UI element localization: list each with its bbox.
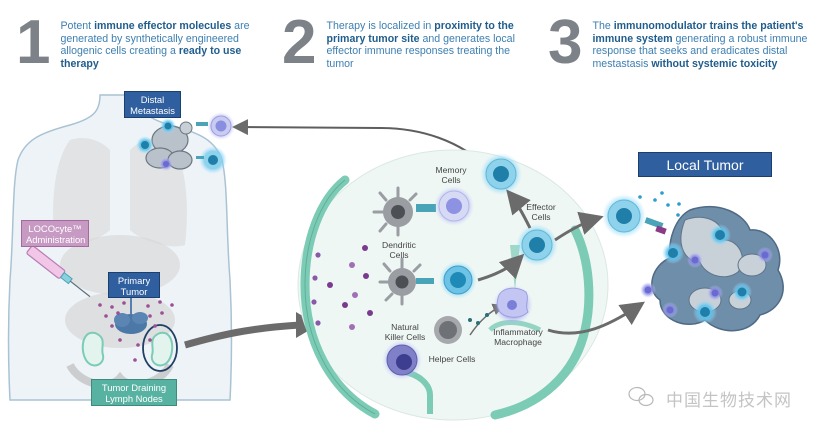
label-line: Metastasis	[130, 105, 175, 116]
memory-cell-at-metastasis	[207, 112, 235, 140]
local-tumor-label: Local Tumor	[638, 152, 772, 177]
step-3: 3 The immunomodulator trains the patient…	[548, 8, 820, 74]
antigen-presentation	[416, 278, 434, 284]
effector-cell-activated	[439, 261, 477, 299]
particles-in-node	[311, 245, 373, 330]
injected-particles	[98, 300, 174, 362]
antigen-presentation	[416, 204, 436, 212]
lymph-node-right	[142, 324, 178, 372]
label-line: Cells	[531, 212, 551, 222]
memory-cells-label: Memory Cells	[428, 165, 474, 185]
dendritic-cell-upper	[372, 186, 418, 237]
helper-cell	[434, 316, 462, 344]
label-line: Cells	[441, 175, 461, 185]
effector-cell-at-metastasis	[199, 146, 227, 174]
primary-tumor-mass	[114, 312, 148, 334]
emphasis-text: immune effector molecules	[94, 20, 232, 32]
step-description: The immunomodulator trains the patient's…	[592, 20, 820, 70]
effector-cell-at-tumor	[602, 194, 646, 238]
label-line: Distal	[140, 94, 165, 105]
lymph-nodes-label: Tumor Draining Lymph Nodes	[91, 379, 177, 406]
emphasis-text: without systemic toxicity	[651, 57, 778, 70]
dendritic-cells-label: Dendritic Cells	[376, 240, 422, 260]
receptor-binding	[644, 217, 664, 229]
label-line: Helper Cells	[428, 354, 476, 364]
step-number: 3	[548, 8, 583, 77]
label-line: Natural	[391, 322, 419, 332]
lococyte-administration-label: LOCOcyte™ Administration	[21, 220, 89, 247]
label-line: Macrophage	[494, 337, 542, 347]
label-line: Memory	[435, 165, 467, 175]
emphasis-text: ready to use therapy	[60, 45, 242, 70]
inflammatory-macrophage	[493, 285, 533, 325]
natural-killer-cell	[382, 340, 422, 380]
label-line: Dendritic	[382, 240, 416, 250]
arrow-to-effector	[477, 253, 525, 282]
text-segment: are generated by synthetically engineere…	[60, 20, 250, 58]
label-line: Inflammatory	[493, 327, 543, 337]
text-segment: and generates local effector immune resp…	[326, 32, 515, 70]
local-tumor-mass	[640, 206, 784, 332]
label-line: Primary	[117, 275, 151, 286]
arrow-to-effector-top	[506, 189, 532, 229]
memory-cell	[434, 186, 474, 226]
step-description: Therapy is localized in proximity to the…	[326, 20, 536, 70]
arrow-macrophage-to-tumor	[547, 301, 645, 335]
primary-tumor-label: Primary Tumor	[108, 272, 160, 298]
effector-cell-middle	[516, 224, 558, 266]
human-body-silhouette	[7, 94, 233, 401]
label-line: Effector	[526, 202, 556, 212]
text-segment: generating a robust immune response that…	[592, 32, 808, 70]
label-line: Administration	[26, 234, 86, 245]
effector-cell-top	[480, 153, 522, 195]
step-1: 1 Potent immune effector molecules are g…	[16, 8, 270, 74]
wechat-icon	[628, 386, 654, 407]
label-line: Killer Cells	[384, 332, 426, 342]
natural-killer-cells-label: Natural Killer Cells	[377, 322, 433, 342]
effector-molecules	[638, 191, 681, 217]
watermark-text: 中国生物技术网	[666, 391, 792, 411]
emphasis-text: proximity to the primary tumor site	[326, 20, 514, 45]
arrow-to-local-tumor	[554, 211, 604, 242]
text-segment: The	[592, 20, 614, 32]
helper-cells-label: Helper Cells	[424, 354, 480, 364]
dendritic-cell-lower	[378, 257, 422, 306]
label-line: Cells	[389, 250, 409, 260]
receptor-binding	[196, 156, 204, 159]
step-description: Potent immune effector molecules are gen…	[60, 20, 270, 70]
label-line: Tumor Draining	[101, 382, 167, 393]
step-2: 2 Therapy is localized in proximity to t…	[282, 8, 536, 74]
step-number: 2	[282, 8, 317, 77]
step-number: 1	[16, 8, 51, 77]
label-line: LOCOcyte™	[28, 223, 82, 234]
receptor-binding	[196, 122, 208, 126]
lymph-node-left	[81, 331, 105, 367]
distal-metastasis-cluster	[136, 118, 193, 171]
text-segment: Potent	[60, 20, 95, 32]
syringe-icon	[26, 245, 91, 298]
distal-metastasis-label: Distal Metastasis	[124, 91, 181, 118]
cytokines	[468, 313, 489, 325]
zoom-arrow	[184, 321, 301, 349]
effector-cells-label: Effector Cells	[518, 202, 564, 222]
text-segment: Therapy is localized in	[326, 20, 435, 32]
inflammatory-macrophage-label: Inflammatory Macrophage	[486, 327, 550, 347]
label-line: Lymph Nodes	[105, 393, 163, 404]
label-line: Tumor	[120, 286, 148, 297]
emphasis-text: immunomodulator trains the patient's imm…	[592, 20, 804, 45]
receptor-binding	[655, 225, 667, 235]
